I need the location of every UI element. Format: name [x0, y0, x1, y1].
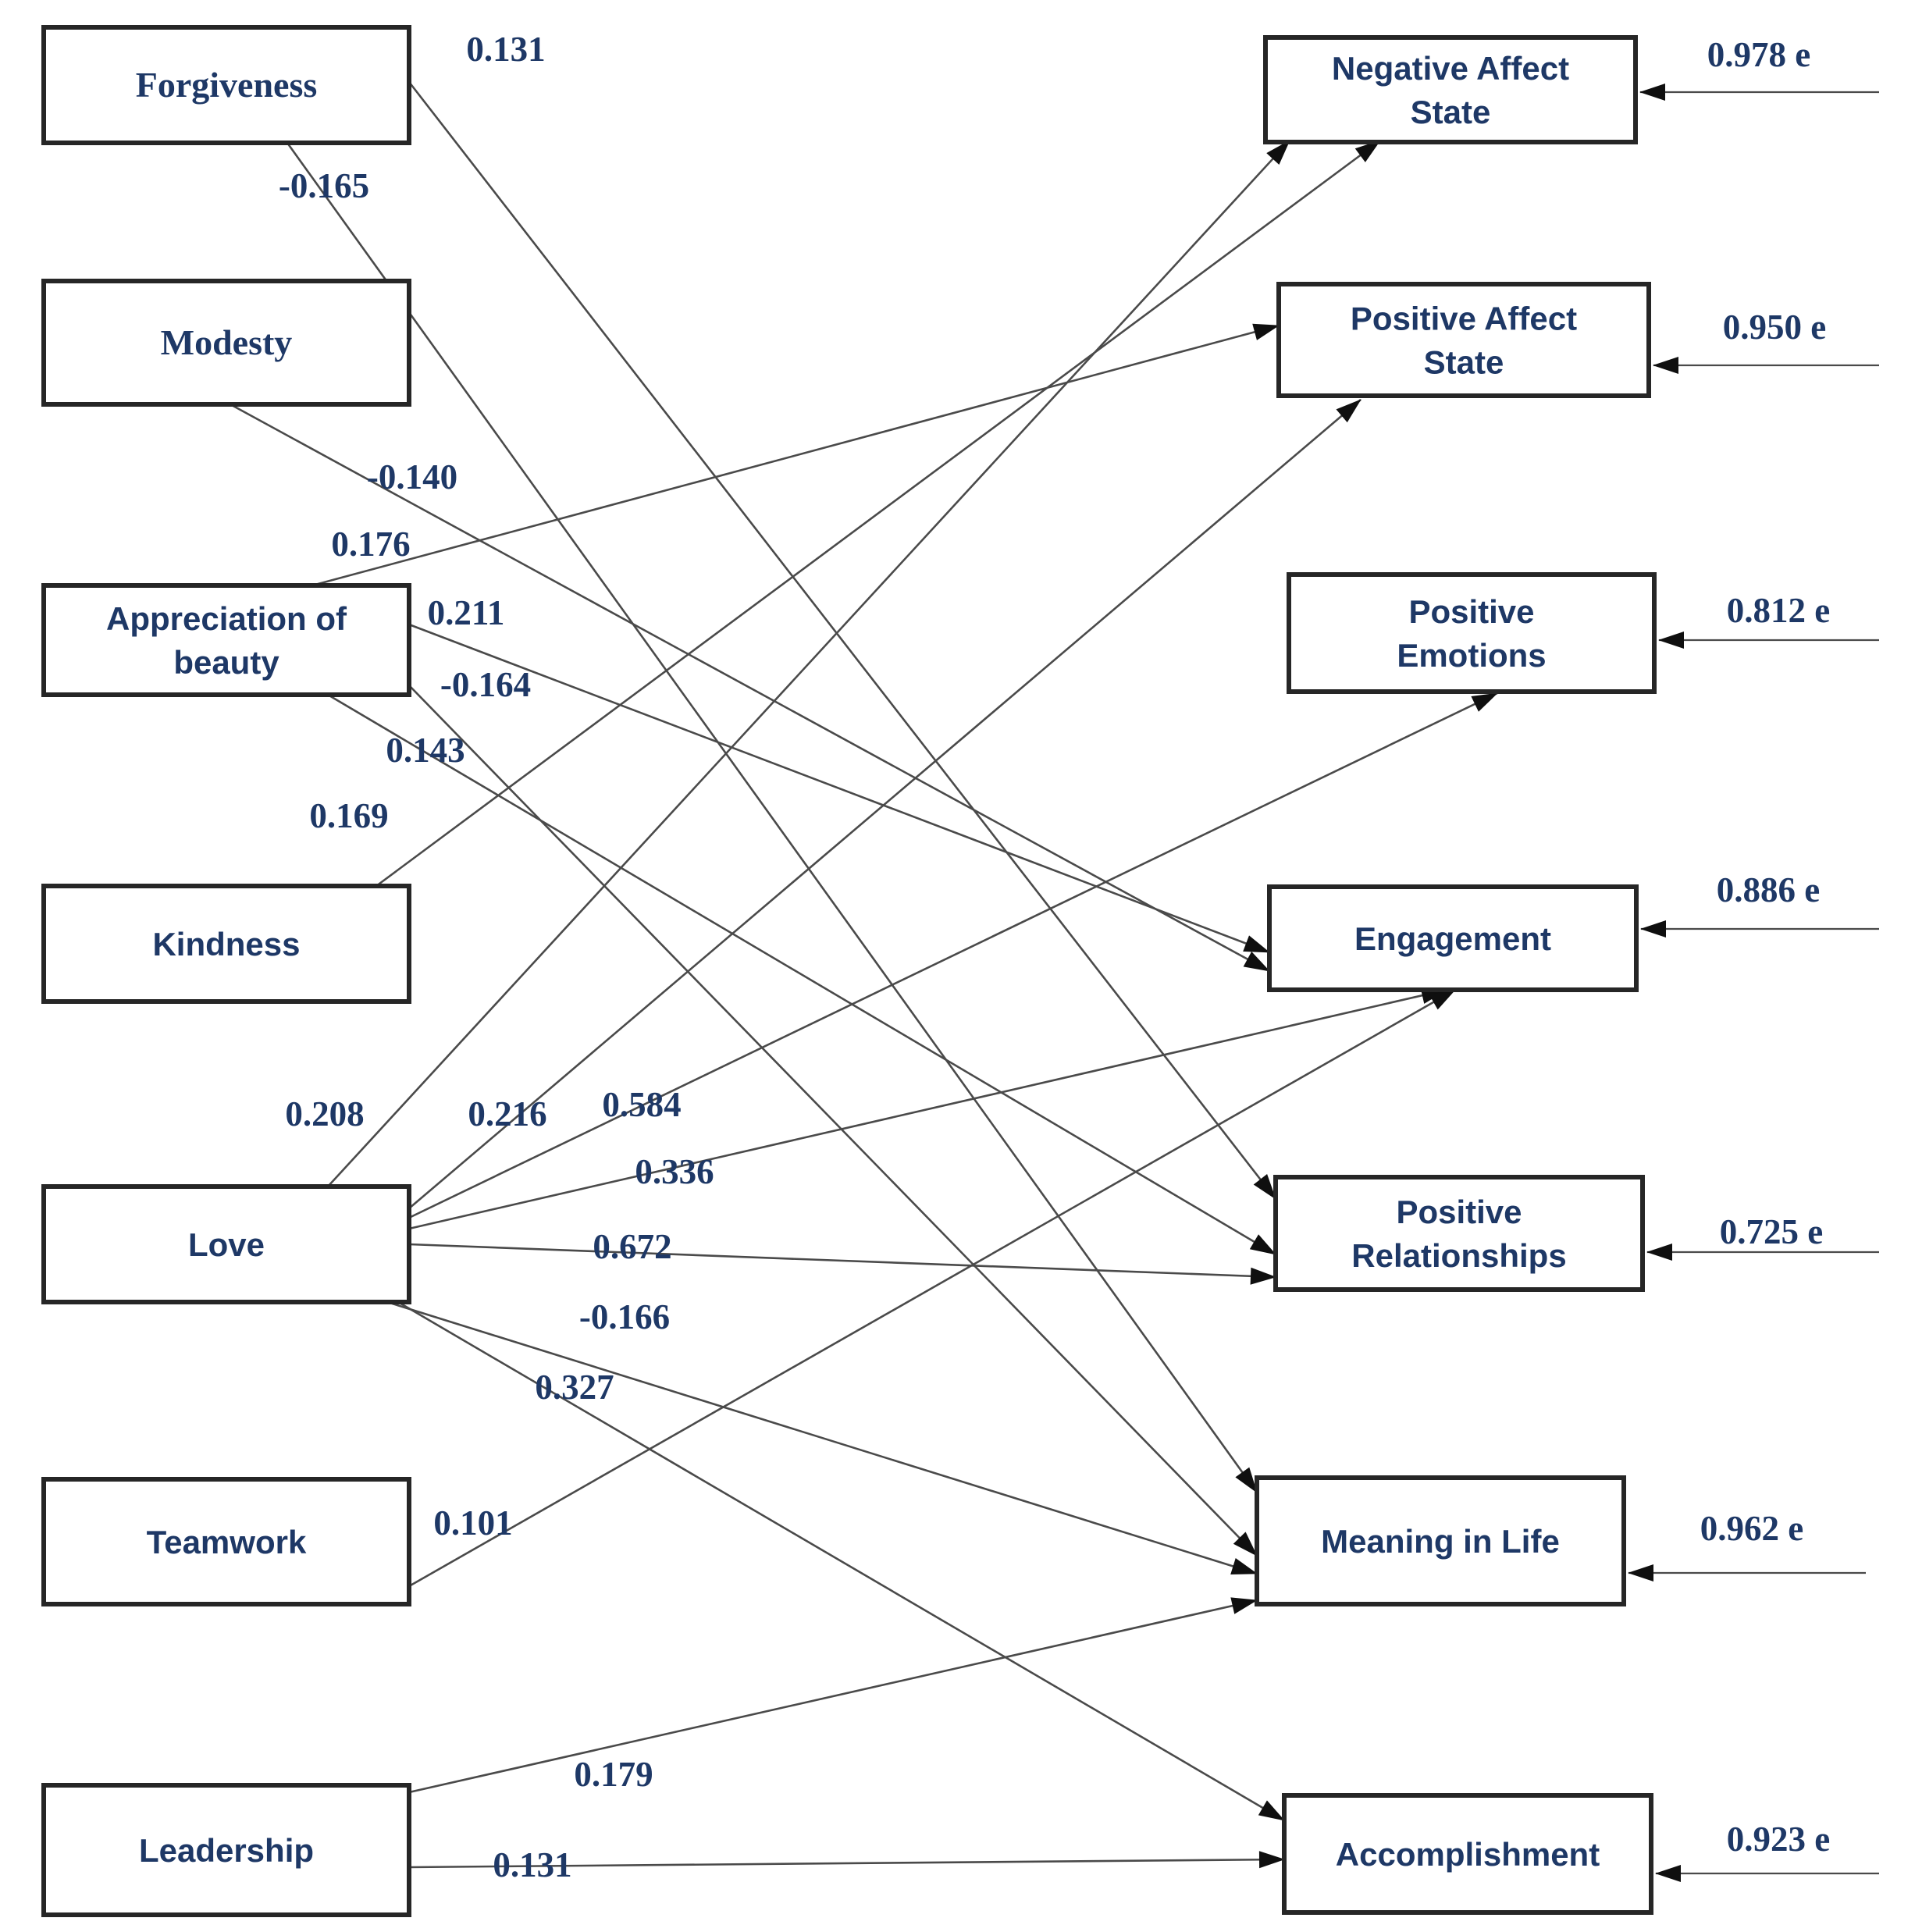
path-leadership-to-meaning-in-life-line [408, 1597, 1258, 1794]
path-leadership-to-accomplishment-line [408, 1851, 1285, 1869]
node-positive-affect-state-label: State [1424, 344, 1504, 381]
error-term-accomplishment-label: 0.923 e [1727, 1820, 1830, 1859]
path-love-to-engagement-line [408, 987, 1447, 1230]
node-appreciation-of-beauty-label: Appreciation of [106, 600, 347, 637]
node-meaning-in-life-label: Meaning in Life [1321, 1523, 1560, 1560]
path-kindness-to-negative-affect-state-coefficient: 0.169 [309, 796, 388, 835]
node-positive-emotions-box [1287, 572, 1657, 694]
path-love-to-engagement-coefficient: 0.336 [635, 1152, 714, 1191]
path-love-to-positive-relationships-coefficient: 0.672 [593, 1227, 671, 1266]
node-positive-affect-state-label: Positive Affect [1351, 301, 1577, 337]
node-forgiveness-label: Forgiveness [136, 65, 318, 105]
node-accomplishment-box [1282, 1793, 1653, 1915]
node-kindness-label: Kindness [152, 926, 300, 962]
path-love-to-negative-affect-state-coefficient: 0.208 [285, 1094, 364, 1133]
node-meaning-in-life-box [1255, 1475, 1626, 1606]
path-appreciation-of-beauty-to-engagement-line [408, 623, 1270, 954]
path-appreciation-of-beauty-to-positive-affect-state-line [311, 323, 1280, 587]
node-appreciation-of-beauty-label: beauty [173, 644, 279, 681]
error-term-positive-emotions-label: 0.812 e [1727, 591, 1830, 630]
node-engagement-label: Engagement [1354, 920, 1551, 957]
path-love-to-positive-relationships-line [408, 1243, 1276, 1285]
path-appreciation-of-beauty-to-positive-affect-state-coefficient: 0.176 [331, 525, 410, 564]
path-love-to-accomplishment-coefficient: -0.166 [579, 1297, 670, 1336]
path-kindness-to-negative-affect-state-line [376, 139, 1381, 888]
node-appreciation-of-beauty-box [41, 583, 411, 697]
path-love-to-positive-emotions-coefficient: 0.584 [602, 1085, 681, 1124]
path-forgiveness-to-positive-relationships-line [408, 81, 1277, 1200]
node-leadership-box [41, 1783, 411, 1917]
path-teamwork-to-engagement-line [408, 988, 1456, 1588]
node-engagement-box [1267, 884, 1639, 992]
error-term-meaning-in-life-label: 0.962 e [1700, 1509, 1803, 1548]
node-positive-relationships-label: Positive [1396, 1194, 1522, 1230]
path-love-to-positive-affect-state-line [408, 399, 1362, 1209]
path-love-to-meaning-in-life-coefficient: 0.327 [535, 1368, 614, 1407]
path-forgiveness-to-positive-relationships-coefficient: 0.131 [466, 30, 545, 69]
node-positive-emotions-label: Positive [1408, 593, 1534, 630]
node-teamwork-label: Teamwork [147, 1524, 307, 1560]
node-teamwork-box [41, 1477, 411, 1606]
path-modesty-to-engagement-line [230, 403, 1270, 973]
path-leadership-to-meaning-in-life-coefficient: 0.179 [574, 1755, 653, 1794]
path-appreciation-of-beauty-to-meaning-in-life-coefficient: -0.164 [440, 665, 531, 704]
node-positive-relationships-box [1273, 1175, 1645, 1292]
path-appreciation-of-beauty-to-engagement-coefficient: 0.211 [428, 593, 505, 632]
node-modesty-label: Modesty [161, 322, 293, 362]
node-kindness-box [41, 884, 411, 1004]
node-negative-affect-state-label: State [1411, 94, 1491, 130]
path-appreciation-of-beauty-to-positive-relationships-coefficient: 0.143 [386, 731, 465, 770]
path-forgiveness-to-meaning-in-life-coefficient: -0.165 [279, 166, 369, 205]
error-term-positive-relationships-label: 0.725 e [1720, 1212, 1823, 1251]
node-positive-relationships-label: Relationships [1351, 1237, 1566, 1274]
path-love-to-accomplishment-line [397, 1300, 1285, 1822]
node-negative-affect-state-label: Negative Affect [1332, 50, 1569, 87]
node-positive-affect-state-box [1276, 282, 1651, 398]
path-appreciation-of-beauty-to-meaning-in-life-line [408, 685, 1258, 1557]
node-negative-affect-state-box [1263, 35, 1638, 144]
node-love-box [41, 1184, 411, 1304]
path-love-to-negative-affect-state-line [327, 140, 1290, 1187]
node-accomplishment-label: Accomplishment [1336, 1836, 1600, 1873]
path-love-to-positive-emotions-line [408, 692, 1498, 1219]
path-love-to-positive-affect-state-coefficient: 0.216 [468, 1094, 546, 1133]
path-modesty-to-engagement-coefficient: -0.140 [367, 457, 457, 496]
path-forgiveness-to-meaning-in-life-line [286, 142, 1258, 1493]
error-term-engagement-label: 0.886 e [1717, 870, 1820, 909]
node-leadership-label: Leadership [139, 1832, 314, 1869]
node-forgiveness-box [41, 25, 411, 145]
path-appreciation-of-beauty-to-positive-relationships-line [327, 693, 1276, 1256]
node-love-label: Love [188, 1226, 265, 1263]
path-teamwork-to-engagement-coefficient: 0.101 [433, 1503, 512, 1542]
path-love-to-meaning-in-life-line [386, 1300, 1258, 1575]
path-leadership-to-accomplishment-coefficient: 0.131 [493, 1845, 571, 1884]
error-term-negative-affect-state-label: 0.978 e [1707, 35, 1810, 74]
error-term-positive-affect-state-label: 0.950 e [1723, 308, 1826, 347]
node-modesty-box [41, 279, 411, 407]
node-positive-emotions-label: Emotions [1397, 637, 1546, 674]
